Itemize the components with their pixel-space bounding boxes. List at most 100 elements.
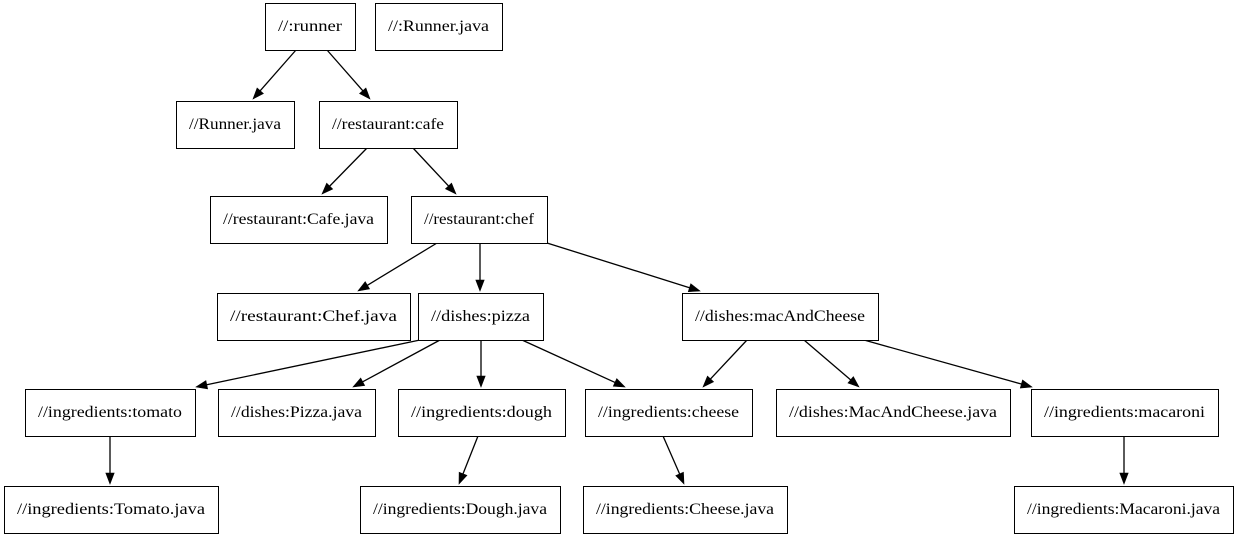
graph-edge (803, 339, 860, 388)
node-box[interactable] (217, 388, 377, 438)
edge-line (662, 435, 681, 475)
graph-node-restaurant_cafe[interactable]: //restaurant:cafe (318, 100, 459, 150)
node-box[interactable] (374, 2, 504, 52)
edge-line (329, 147, 368, 187)
node-label: //ingredients:Macaroni.java (1027, 501, 1220, 518)
edge-line (367, 242, 438, 286)
graph-node-cheese_java[interactable]: //ingredients:Cheese.java (582, 485, 789, 535)
edge-arrowhead-icon (1019, 379, 1033, 389)
graph-edge (1119, 436, 1129, 485)
node-label: //restaurant:Chef.java (230, 308, 397, 325)
node-box[interactable] (584, 388, 754, 438)
graph-edge (252, 49, 297, 100)
graph-node-restaurant_chef[interactable]: //restaurant:chef (410, 195, 549, 245)
node-box[interactable] (1013, 485, 1235, 535)
edge-line (710, 339, 748, 380)
edge-arrowhead-icon (105, 472, 115, 485)
graph-edge (352, 339, 441, 388)
graph-node-ingredients_macaroni[interactable]: //ingredients:macaroni (1030, 388, 1220, 438)
graph-node-ingredients_dough[interactable]: //ingredients:dough (397, 388, 567, 438)
node-label: //Runner.java (189, 116, 281, 133)
edge-arrowhead-icon (458, 471, 468, 485)
node-box[interactable] (264, 2, 357, 52)
node-label: //ingredients:tomato (38, 404, 182, 421)
graph-edge (195, 339, 421, 390)
node-label: //ingredients:dough (411, 404, 552, 421)
graph-edge (326, 49, 371, 100)
node-label: //restaurant:cafe (332, 116, 444, 133)
graph-node-dough_java[interactable]: //ingredients:Dough.java (359, 485, 562, 535)
graph-node-restaurant_cafe_java[interactable]: //restaurant:Cafe.java (209, 195, 389, 245)
graph-node-tomato_java[interactable]: //ingredients:Tomato.java (3, 485, 220, 535)
edge-line (362, 339, 441, 383)
node-box[interactable] (1030, 388, 1220, 438)
node-label: //ingredients:Tomato.java (17, 501, 205, 518)
node-box[interactable] (3, 485, 220, 535)
node-box[interactable] (318, 100, 459, 150)
graph-node-runner_java[interactable]: //Runner.java (175, 100, 296, 150)
edge-arrowhead-icon (359, 87, 371, 100)
node-box[interactable] (775, 388, 1012, 438)
edge-line (259, 49, 297, 92)
edge-arrowhead-icon (702, 375, 715, 388)
node-box[interactable] (681, 292, 880, 342)
edge-arrowhead-icon (675, 471, 685, 485)
edge-arrowhead-icon (195, 380, 209, 390)
node-label: //dishes:macAndCheese (695, 308, 865, 325)
edge-arrowhead-icon (476, 375, 486, 388)
edge-arrowhead-icon (321, 182, 334, 195)
graph-node-macaroni_java[interactable]: //ingredients:Macaroni.java (1013, 485, 1235, 535)
graph-node-dishes_pizza[interactable]: //dishes:pizza (417, 292, 545, 342)
edge-line (546, 242, 690, 289)
graph-edge (476, 340, 486, 388)
graph-node-ingredients_cheese[interactable]: //ingredients:cheese (584, 388, 754, 438)
graph-edge (105, 436, 115, 485)
edge-arrowhead-icon (475, 279, 485, 292)
edge-arrowhead-icon (687, 283, 701, 293)
graph-node-dishes_pizza_java[interactable]: //dishes:Pizza.java (217, 388, 377, 438)
graph-edge (321, 147, 368, 195)
node-label: //restaurant:chef (424, 211, 535, 228)
node-label: //ingredients:cheese (598, 404, 739, 421)
edges-layer (105, 49, 1129, 485)
node-box[interactable] (216, 292, 412, 342)
edge-line (206, 339, 421, 386)
edge-line (803, 339, 852, 381)
edge-line (462, 435, 479, 475)
edge-arrowhead-icon (252, 87, 264, 100)
node-box[interactable] (175, 100, 296, 150)
graph-edge (662, 435, 685, 485)
graph-edge (458, 435, 479, 485)
node-label: //ingredients:macaroni (1044, 404, 1206, 421)
graph-node-dishes_macandcheese[interactable]: //dishes:macAndCheese (681, 292, 880, 342)
graph-node-runner[interactable]: //:runner (264, 2, 357, 52)
node-label: //dishes:Pizza.java (231, 404, 362, 421)
node-label: //:runner (278, 18, 343, 35)
graph-edge (863, 339, 1033, 389)
node-label: //dishes:pizza (431, 308, 530, 325)
graph-edge (521, 339, 626, 388)
graph-node-restaurant_chef_java[interactable]: //restaurant:Chef.java (216, 292, 412, 342)
edge-arrowhead-icon (444, 182, 457, 195)
graph-node-dishes_mac_java[interactable]: //dishes:MacAndCheese.java (775, 388, 1012, 438)
graph-edge (702, 339, 748, 388)
edge-line (863, 339, 1022, 385)
edge-arrowhead-icon (847, 376, 860, 388)
node-box[interactable] (359, 485, 562, 535)
node-box[interactable] (410, 195, 549, 245)
node-box[interactable] (209, 195, 389, 245)
graph-node-runner_java_root[interactable]: //:Runner.java (374, 2, 504, 52)
node-label: //restaurant:Cafe.java (223, 211, 374, 228)
node-box[interactable] (582, 485, 789, 535)
node-label: //ingredients:Dough.java (373, 501, 547, 518)
node-box[interactable] (397, 388, 567, 438)
edge-arrowhead-icon (1119, 472, 1129, 485)
graph-edge (357, 242, 438, 292)
node-box[interactable] (24, 388, 197, 438)
graph-node-ingredients_tomato[interactable]: //ingredients:tomato (24, 388, 197, 438)
node-box[interactable] (417, 292, 545, 342)
edge-arrowhead-icon (357, 281, 371, 292)
edge-line (412, 147, 449, 187)
